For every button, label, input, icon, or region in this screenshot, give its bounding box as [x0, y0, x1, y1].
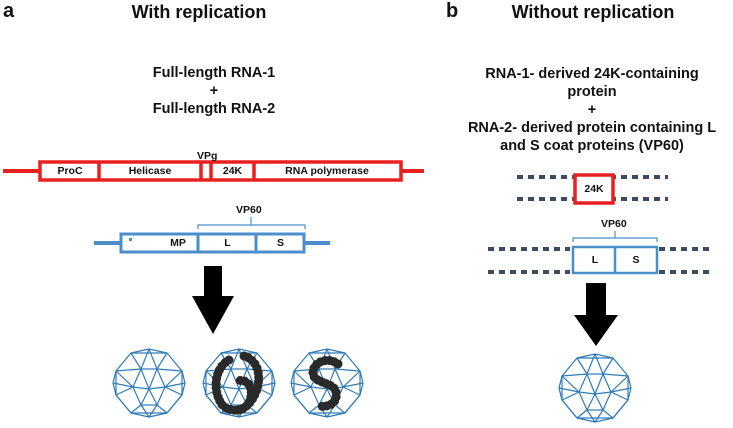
segment-mp: MP — [170, 237, 186, 249]
panel-a-title: With replication — [131, 2, 267, 22]
capsid-empty-b — [558, 353, 632, 423]
panel-b-title: Without replication — [511, 2, 675, 22]
rna1-genome — [3, 160, 424, 182]
vp60-label-b: VP60 — [601, 218, 627, 230]
rna2-genome — [94, 217, 330, 254]
panel-letter-a: a — [3, 0, 15, 22]
segment-l-b: L — [591, 254, 599, 266]
panel-b-description: RNA-1- derived 24K-containing protein + … — [456, 65, 728, 155]
protein-24k-line-2: protein — [567, 84, 617, 100]
segment-proc: ProC — [57, 165, 83, 177]
capsid-empty-a — [112, 348, 186, 418]
segment-24k: 24K — [222, 165, 243, 177]
rna2-line: Full-length RNA-2 — [152, 101, 276, 117]
coat-protein-line-2: and S coat proteins (VP60) — [500, 138, 684, 154]
segment-s-b: S — [632, 254, 640, 266]
label-24k-b: 24K — [584, 183, 604, 195]
panel-a-description: Full-length RNA-1 + Full-length RNA-2 — [93, 64, 335, 118]
arrow-down-b — [574, 283, 618, 346]
arrow-down-a — [192, 266, 234, 334]
segment-l-a: L — [224, 237, 231, 249]
plus-sign-b: + — [587, 102, 597, 118]
protein-24k-line-1: RNA-1- derived 24K-containing — [485, 66, 699, 82]
rna1-line: Full-length RNA-1 — [152, 65, 276, 81]
capsid-genome-1 — [202, 348, 276, 418]
coat-protein-vp60 — [488, 231, 713, 275]
capsid-genome-2 — [290, 348, 364, 418]
segment-rna-polymerase: RNA polymerase — [285, 165, 369, 177]
vp60-label-a: VP60 — [236, 204, 262, 216]
segment-helicase: Helicase — [128, 165, 172, 177]
panel-letter-b: b — [446, 0, 459, 22]
coat-protein-line-1: RNA-2- derived protein containing L — [467, 120, 717, 136]
plus-sign-a: + — [209, 83, 219, 99]
segment-s-a: S — [276, 237, 284, 249]
protein-24k — [517, 173, 668, 205]
vpg-label: VPg — [197, 150, 218, 162]
